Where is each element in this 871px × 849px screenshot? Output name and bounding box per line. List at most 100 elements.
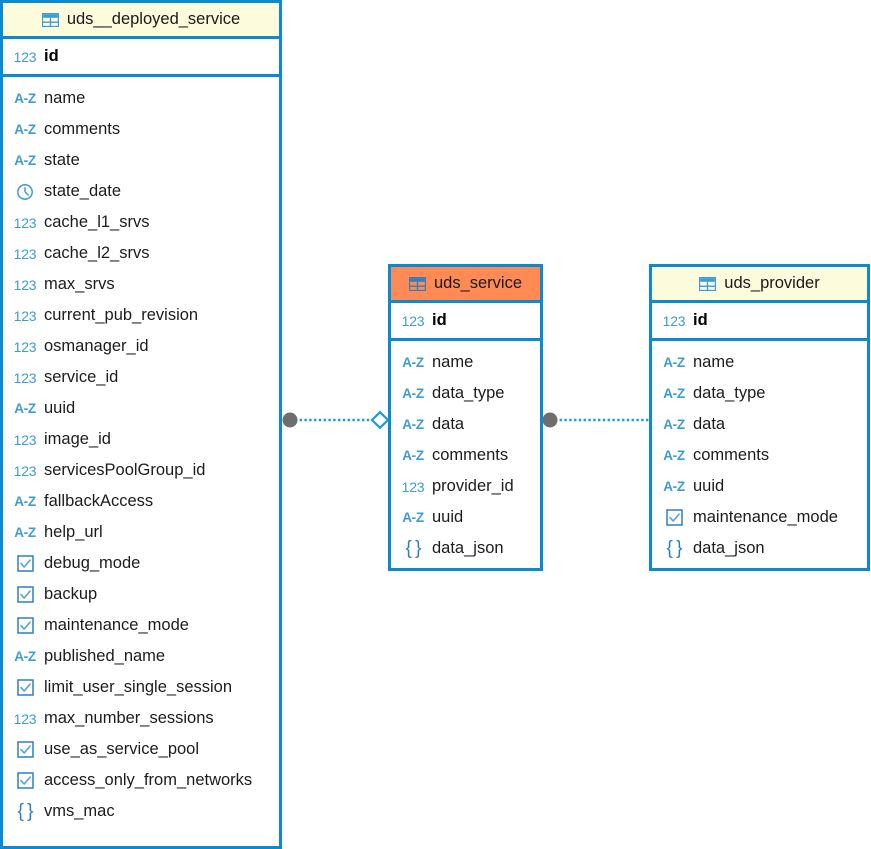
field-label: uuid: [432, 508, 464, 527]
field-label: max_number_sessions: [44, 709, 214, 728]
field-row[interactable]: use_as_service_pool: [3, 734, 279, 765]
field-label: data: [693, 415, 726, 434]
field-row[interactable]: debug_mode: [3, 548, 279, 579]
primary-key-label: id: [44, 47, 59, 66]
primary-key-label: id: [693, 311, 708, 330]
relationship-service-to-provider[interactable]: [540, 408, 652, 432]
relationship-marker-circle: [542, 412, 558, 428]
field-row[interactable]: A-Z data: [652, 409, 867, 440]
field-row[interactable]: access_only_from_networks: [3, 765, 279, 796]
field-label: use_as_service_pool: [44, 740, 200, 759]
field-label: service_id: [44, 368, 119, 387]
number-123-icon: 123: [13, 431, 37, 448]
field-label: name: [44, 89, 86, 108]
field-row[interactable]: 123 service_id: [3, 362, 279, 393]
entity-title-bar[interactable]: uds_service: [391, 267, 540, 303]
field-label: current_pub_revision: [44, 306, 199, 325]
field-row[interactable]: A-Z help_url: [3, 517, 279, 548]
boolean-checkbox-icon: [13, 617, 37, 635]
field-row[interactable]: { } vms_mac: [3, 796, 279, 827]
field-label: data_type: [693, 384, 766, 403]
field-label: image_id: [44, 430, 111, 449]
number-123-icon: 123: [13, 369, 37, 386]
string-az-icon: A-Z: [402, 417, 424, 432]
entity-title-text: uds_provider: [724, 274, 820, 293]
field-label: data: [432, 415, 465, 434]
field-row[interactable]: A-Z name: [391, 347, 540, 378]
string-az-icon: A-Z: [402, 510, 424, 525]
field-row[interactable]: state_date: [3, 176, 279, 207]
string-az-icon: A-Z: [14, 525, 36, 540]
number-123-icon: 123: [662, 312, 686, 329]
field-label: fallbackAccess: [44, 492, 154, 511]
boolean-checkbox-icon: [662, 509, 686, 527]
field-row[interactable]: A-Z uuid: [391, 502, 540, 533]
entity-title-bar[interactable]: uds_provider: [652, 267, 867, 303]
primary-key-row[interactable]: 123 id: [652, 303, 867, 341]
entity-title-text: uds_service: [433, 274, 523, 293]
table-grid-icon: [699, 276, 717, 291]
number-123-icon: 123: [13, 462, 37, 479]
string-az-icon: A-Z: [663, 448, 685, 463]
string-az-icon: A-Z: [663, 417, 685, 432]
field-row[interactable]: A-Z fallbackAccess: [3, 486, 279, 517]
field-row[interactable]: { }data_json: [391, 533, 540, 564]
relationship-deployed-service-to-service[interactable]: [280, 408, 392, 432]
field-row[interactable]: maintenance_mode: [3, 610, 279, 641]
field-label: data_type: [432, 384, 505, 403]
field-label: vms_mac: [44, 802, 115, 821]
field-row[interactable]: 123 current_pub_revision: [3, 300, 279, 331]
number-123-icon: 123: [13, 307, 37, 324]
field-row[interactable]: limit_user_single_session: [3, 672, 279, 703]
field-label: name: [432, 353, 474, 372]
relationship-marker-diamond: [370, 410, 390, 430]
field-label: help_url: [44, 523, 103, 542]
field-label: cache_l2_srvs: [44, 244, 150, 263]
field-row[interactable]: backup: [3, 579, 279, 610]
string-az-icon: A-Z: [14, 122, 36, 137]
field-row[interactable]: 123 image_id: [3, 424, 279, 455]
primary-key-row[interactable]: 123 id: [391, 303, 540, 341]
table-grid-icon: [41, 12, 59, 27]
json-braces-icon: { }: [17, 800, 34, 822]
field-label: published_name: [44, 647, 166, 666]
entity-title-bar[interactable]: uds__deployed_service: [3, 3, 279, 39]
field-label: maintenance_mode: [693, 508, 838, 527]
primary-key-row[interactable]: 123 id: [3, 39, 279, 77]
entity-title-text: uds__deployed_service: [66, 10, 241, 29]
field-row[interactable]: maintenance_mode: [652, 502, 867, 533]
string-az-icon: A-Z: [402, 355, 424, 370]
field-label: uuid: [693, 477, 725, 496]
field-row[interactable]: A-Z data_type: [652, 378, 867, 409]
string-az-icon: A-Z: [14, 494, 36, 509]
relationship-marker-circle: [282, 412, 298, 428]
string-az-icon: A-Z: [663, 386, 685, 401]
field-label: provider_id: [432, 477, 514, 496]
field-row[interactable]: { }data_json: [652, 533, 867, 564]
field-row[interactable]: A-Z data: [391, 409, 540, 440]
json-braces-icon: { }: [405, 537, 422, 559]
field-label: osmanager_id: [44, 337, 149, 356]
field-label: uuid: [44, 399, 76, 418]
